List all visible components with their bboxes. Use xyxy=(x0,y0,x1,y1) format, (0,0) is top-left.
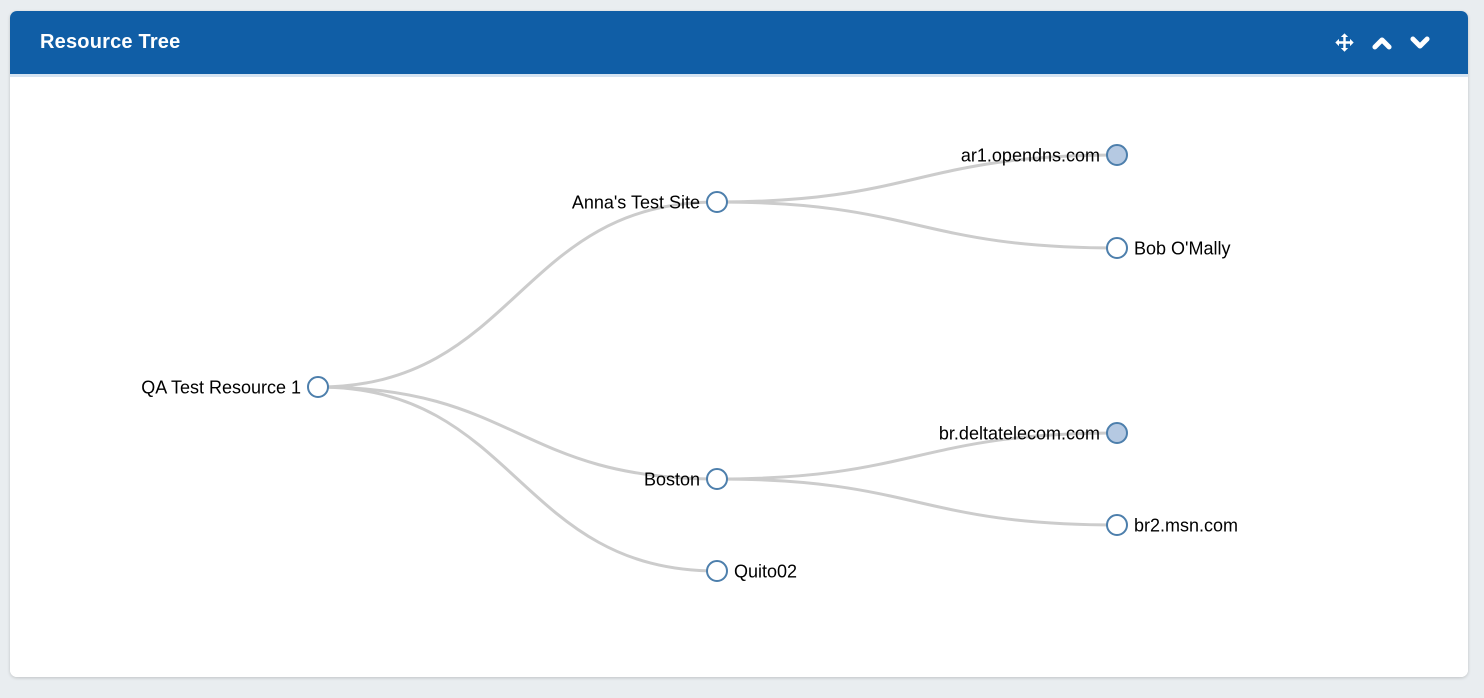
move-panel-button[interactable] xyxy=(1331,30,1357,56)
tree-node-annas-test-site[interactable] xyxy=(706,191,728,213)
expand-panel-button[interactable] xyxy=(1407,30,1433,56)
move-icon xyxy=(1334,32,1355,53)
panel-header: Resource Tree xyxy=(10,11,1468,77)
tree-node-bob-omally[interactable] xyxy=(1106,237,1128,259)
chevron-up-icon xyxy=(1371,35,1393,51)
resource-tree-panel: Resource Tree xyxy=(10,11,1468,677)
tree-node-ar1-opendns-com[interactable] xyxy=(1106,144,1128,166)
collapse-panel-button[interactable] xyxy=(1369,30,1395,56)
tree-node-quito02[interactable] xyxy=(706,560,728,582)
panel-title: Resource Tree xyxy=(40,31,181,53)
tree-node-br2-msn-com[interactable] xyxy=(1106,514,1128,536)
chevron-down-icon xyxy=(1409,35,1431,51)
tree-node-boston[interactable] xyxy=(706,468,728,490)
panel-header-controls xyxy=(1331,30,1433,56)
tree-node-br-deltatelecom-com[interactable] xyxy=(1106,422,1128,444)
tree-node-qa-test-resource-1[interactable] xyxy=(307,376,329,398)
tree-canvas[interactable] xyxy=(10,77,1468,677)
